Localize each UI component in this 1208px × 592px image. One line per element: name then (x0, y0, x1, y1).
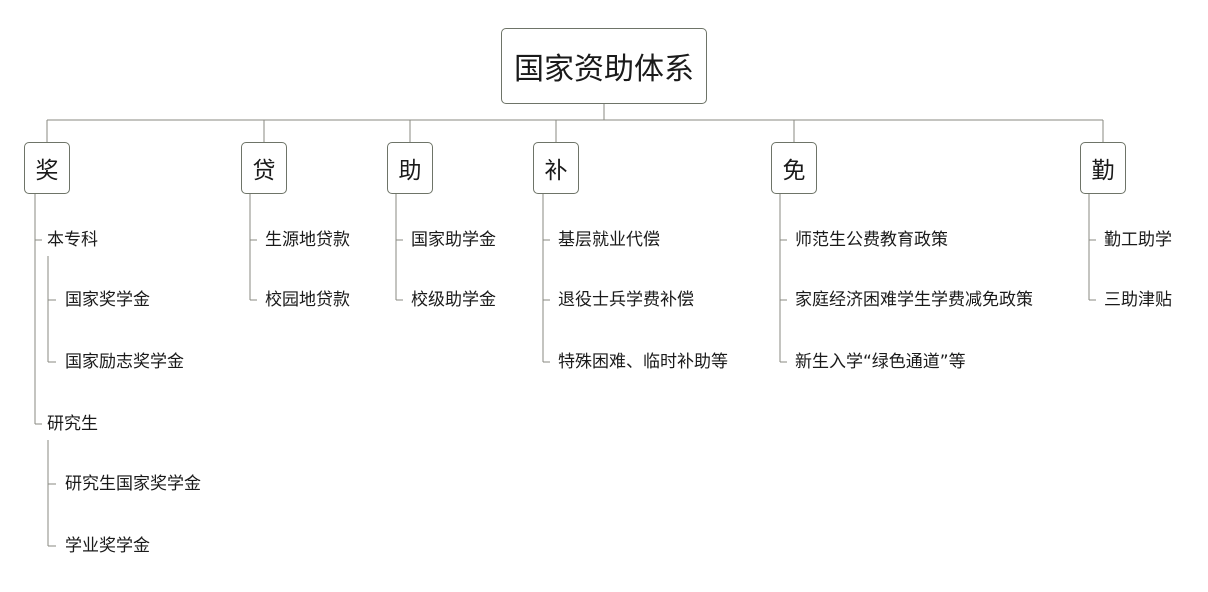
leaf-item: 师范生公费教育政策 (795, 230, 948, 250)
leaf-item: 特殊困难、临时补助等 (558, 352, 728, 372)
leaf-item: 生源地贷款 (265, 230, 350, 250)
leaf-item: 新生入学“绿色通道”等 (795, 352, 966, 372)
leaf-item: 学业奖学金 (65, 536, 150, 556)
leaf-item: 国家助学金 (411, 230, 496, 250)
leaf-item: 基层就业代偿 (558, 230, 660, 250)
group-label-undergraduate: 本专科 (47, 230, 98, 250)
leaf-item: 校园地贷款 (265, 290, 350, 310)
leaf-item: 校级助学金 (411, 290, 496, 310)
category-node-mian: 免 (771, 142, 817, 194)
leaf-item: 国家奖学金 (65, 290, 150, 310)
category-node-qin: 勤 (1080, 142, 1126, 194)
category-node-jiang: 奖 (24, 142, 70, 194)
leaf-item: 国家励志奖学金 (65, 352, 184, 372)
leaf-item: 三助津贴 (1104, 290, 1172, 310)
group-label-graduate: 研究生 (47, 414, 98, 434)
leaf-item: 勤工助学 (1104, 230, 1172, 250)
category-node-zhu: 助 (387, 142, 433, 194)
leaf-item: 退役士兵学费补偿 (558, 290, 694, 310)
root-node: 国家资助体系 (501, 28, 707, 104)
leaf-item: 家庭经济困难学生学费减免政策 (795, 290, 1033, 310)
category-node-bu: 补 (533, 142, 579, 194)
category-node-dai: 贷 (241, 142, 287, 194)
leaf-item: 研究生国家奖学金 (65, 474, 201, 494)
